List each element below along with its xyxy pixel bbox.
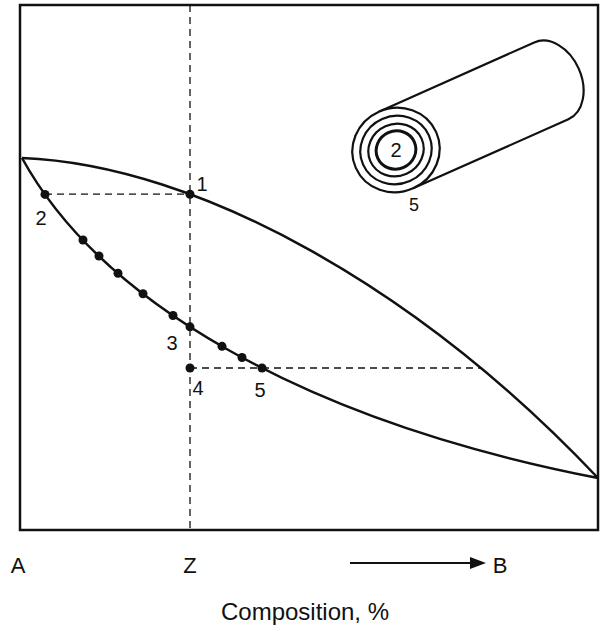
tie-line <box>45 194 190 195</box>
axis-arrow <box>350 557 486 569</box>
axis-title: Composition, % <box>221 600 389 624</box>
solidus-point <box>218 342 227 351</box>
callout-number: 5 <box>254 380 265 400</box>
solidus-point <box>41 190 50 199</box>
solidus-point <box>258 364 267 373</box>
solidus-point <box>238 353 247 362</box>
solidus-point <box>186 322 195 331</box>
solidus-point <box>139 289 148 298</box>
solidus-point <box>95 251 104 260</box>
solidus-point <box>114 269 123 278</box>
cored-cylinder <box>339 30 596 206</box>
composition-line <box>189 5 190 530</box>
solidus-point <box>79 235 88 244</box>
axis-end-label: A <box>11 555 26 577</box>
axis-composition-label: Z <box>183 555 196 577</box>
callout-number: 2 <box>35 208 46 228</box>
callout-number: 4 <box>192 378 203 398</box>
axis-end-label: B <box>493 555 508 577</box>
state-point <box>186 364 195 373</box>
callout-number: 3 <box>166 333 177 353</box>
plot-frame <box>20 5 598 530</box>
liquidus-point <box>186 190 195 199</box>
callout-number: 1 <box>196 174 207 194</box>
liquidus-curve <box>22 158 598 478</box>
tie-line <box>190 367 481 368</box>
solidus-point <box>169 311 178 320</box>
inset-core-label: 2 <box>390 140 401 160</box>
solidus-curve <box>22 158 598 478</box>
inset-surface-label: 5 <box>409 196 419 214</box>
phase-curves <box>22 158 598 478</box>
